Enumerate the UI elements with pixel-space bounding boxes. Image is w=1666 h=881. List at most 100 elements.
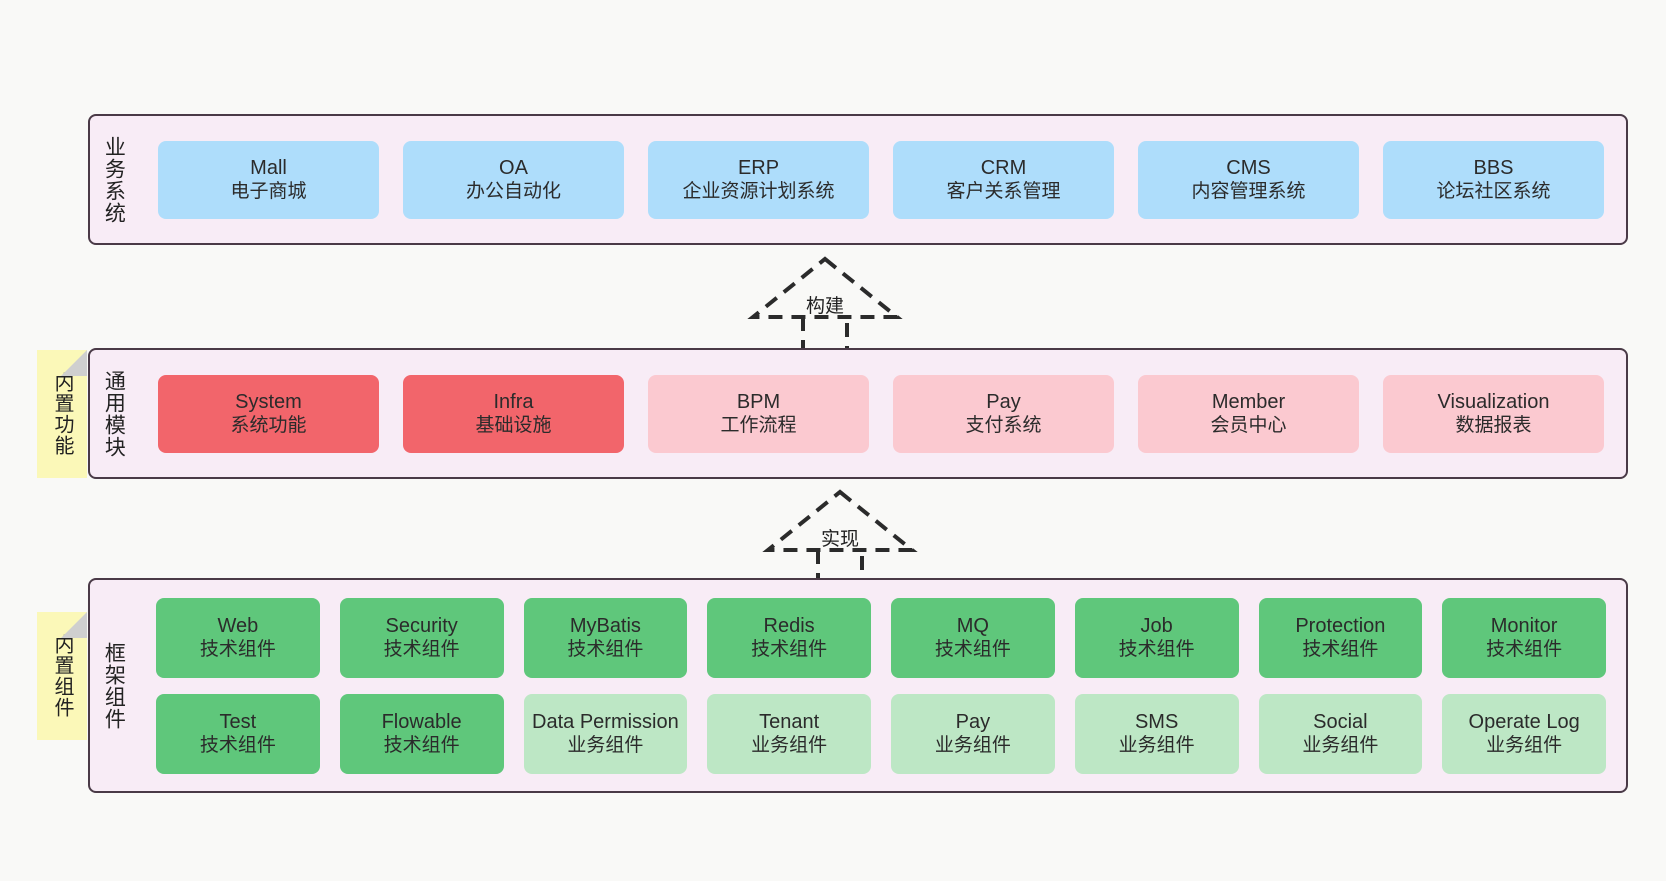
layer-framework-components: 框架组件 Web 技术组件 Security 技术组件 MyBatis 技术组件: [88, 578, 1628, 793]
node-subtitle: 基础设施: [475, 415, 552, 437]
node-title: Infra: [493, 390, 534, 413]
node-cell: Monitor 技术组件: [1432, 597, 1616, 678]
node-subtitle: 办公自动化: [465, 181, 561, 203]
node-bbs[interactable]: BBS 论坛社区系统: [1383, 140, 1604, 219]
node-protection[interactable]: Protection 技术组件: [1258, 597, 1423, 678]
node-monitor[interactable]: Monitor 技术组件: [1442, 597, 1606, 678]
node-cell: OA 办公自动化: [391, 140, 636, 219]
node-subtitle: 数据报表: [1455, 415, 1532, 437]
node-cell: Pay 业务组件: [881, 693, 1065, 774]
node-title: CMS: [1226, 156, 1271, 179]
node-cell: Social 业务组件: [1249, 693, 1433, 774]
node-web[interactable]: Web 技术组件: [156, 597, 320, 678]
node-test[interactable]: Test 技术组件: [156, 693, 320, 774]
node-title: CRM: [980, 156, 1027, 179]
node-row: Mall 电子商城 OA 办公自动化 ERP 企业资源计划系统 CRM: [146, 140, 1616, 219]
node-subtitle: 技术组件: [1118, 639, 1195, 661]
node-oa[interactable]: OA 办公自动化: [403, 140, 624, 219]
node-job[interactable]: Job 技术组件: [1074, 597, 1239, 678]
node-row: Web 技术组件 Security 技术组件 MyBatis 技术组件 Redi…: [146, 597, 1616, 678]
node-cell: SMS 业务组件: [1065, 693, 1249, 774]
node-cell: CRM 客户关系管理: [881, 140, 1126, 219]
node-mybatis[interactable]: MyBatis 技术组件: [523, 597, 688, 678]
node-redis[interactable]: Redis 技术组件: [707, 597, 871, 678]
node-data-permission[interactable]: Data Permission 业务组件: [523, 693, 688, 774]
layer-common-modules-title: 通用模块: [102, 369, 126, 458]
node-row: System 系统功能 Infra 基础设施 BPM 工作流程 Pay: [146, 374, 1616, 453]
node-bpm[interactable]: BPM 工作流程: [648, 374, 869, 453]
node-title: System: [235, 390, 302, 413]
node-title: Web: [217, 614, 259, 637]
node-mq[interactable]: MQ 技术组件: [891, 597, 1055, 678]
node-title: BBS: [1473, 156, 1514, 179]
node-pay-component[interactable]: Pay 业务组件: [891, 693, 1055, 774]
node-sms[interactable]: SMS 业务组件: [1074, 693, 1239, 774]
node-infra[interactable]: Infra 基础设施: [403, 374, 624, 453]
node-security[interactable]: Security 技术组件: [339, 597, 504, 678]
node-cell: Pay 支付系统: [881, 374, 1126, 453]
node-pay-module[interactable]: Pay 支付系统: [893, 374, 1114, 453]
arrow-stem: [801, 317, 849, 351]
node-title: Security: [385, 614, 458, 637]
arrow-stem: [816, 550, 864, 584]
node-subtitle: 技术组件: [383, 639, 460, 661]
node-subtitle: 会员中心: [1210, 415, 1287, 437]
layer-common-modules-body: System 系统功能 Infra 基础设施 BPM 工作流程 Pay: [136, 350, 1626, 477]
node-subtitle: 业务组件: [751, 735, 828, 757]
node-subtitle: 系统功能: [230, 415, 307, 437]
node-title: OA: [499, 156, 528, 179]
sticky-note-label: 内置功能: [51, 372, 73, 456]
node-cell: Flowable 技术组件: [330, 693, 514, 774]
node-cell: Mall 电子商城: [146, 140, 391, 219]
node-title: Flowable: [381, 710, 462, 733]
node-visualization[interactable]: Visualization 数据报表: [1383, 374, 1604, 453]
node-cell: Web 技术组件: [146, 597, 330, 678]
layer-business-systems-body: Mall 电子商城 OA 办公自动化 ERP 企业资源计划系统 CRM: [136, 116, 1626, 243]
node-title: Job: [1140, 614, 1173, 637]
node-social[interactable]: Social 业务组件: [1258, 693, 1423, 774]
node-title: Operate Log: [1468, 710, 1580, 733]
node-title: Test: [219, 710, 257, 733]
node-title: Tenant: [759, 710, 820, 733]
node-subtitle: 技术组件: [567, 639, 644, 661]
node-subtitle: 业务组件: [1486, 735, 1563, 757]
node-cell: Member 会员中心: [1126, 374, 1371, 453]
node-subtitle: 电子商城: [230, 181, 307, 203]
node-cms[interactable]: CMS 内容管理系统: [1138, 140, 1359, 219]
layer-common-modules: 通用模块 System 系统功能 Infra 基础设施 BPM 工作流程: [88, 348, 1628, 479]
node-cell: Infra 基础设施: [391, 374, 636, 453]
node-cell: Data Permission 业务组件: [514, 693, 698, 774]
node-subtitle: 工作流程: [720, 415, 797, 437]
node-subtitle: 支付系统: [965, 415, 1042, 437]
node-erp[interactable]: ERP 企业资源计划系统: [648, 140, 869, 219]
node-flowable[interactable]: Flowable 技术组件: [339, 693, 504, 774]
node-title: Data Permission: [532, 710, 679, 733]
sticky-note-builtin-components: 内置组件: [37, 612, 87, 740]
node-title: Pay: [955, 710, 991, 733]
node-member[interactable]: Member 会员中心: [1138, 374, 1359, 453]
layer-business-systems: 业务系统 Mall 电子商城 OA 办公自动化 ERP 企业资源计划系统: [88, 114, 1628, 245]
node-tenant[interactable]: Tenant 业务组件: [707, 693, 871, 774]
node-title: MQ: [956, 614, 989, 637]
node-system[interactable]: System 系统功能: [158, 374, 379, 453]
arrow-head-triangle: [762, 489, 918, 552]
node-cell: Security 技术组件: [330, 597, 514, 678]
node-title: ERP: [737, 156, 780, 179]
node-mall[interactable]: Mall 电子商城: [158, 140, 379, 219]
layer-business-systems-title: 业务系统: [102, 135, 126, 224]
node-subtitle: 技术组件: [383, 735, 460, 757]
node-operate-log[interactable]: Operate Log 业务组件: [1442, 693, 1606, 774]
node-title: Mall: [250, 156, 287, 179]
node-subtitle: 业务组件: [1302, 735, 1379, 757]
node-subtitle: 客户关系管理: [946, 181, 1061, 203]
arrow-realize: 实现: [760, 488, 920, 584]
node-cell: Operate Log 业务组件: [1432, 693, 1616, 774]
node-title: BPM: [736, 390, 781, 413]
node-crm[interactable]: CRM 客户关系管理: [893, 140, 1114, 219]
node-title: Redis: [763, 614, 815, 637]
node-subtitle: 技术组件: [199, 735, 276, 757]
node-title: Visualization: [1437, 390, 1550, 413]
node-row: Test 技术组件 Flowable 技术组件 Data Permission …: [146, 693, 1616, 774]
node-title: Protection: [1295, 614, 1386, 637]
node-subtitle: 技术组件: [1486, 639, 1563, 661]
